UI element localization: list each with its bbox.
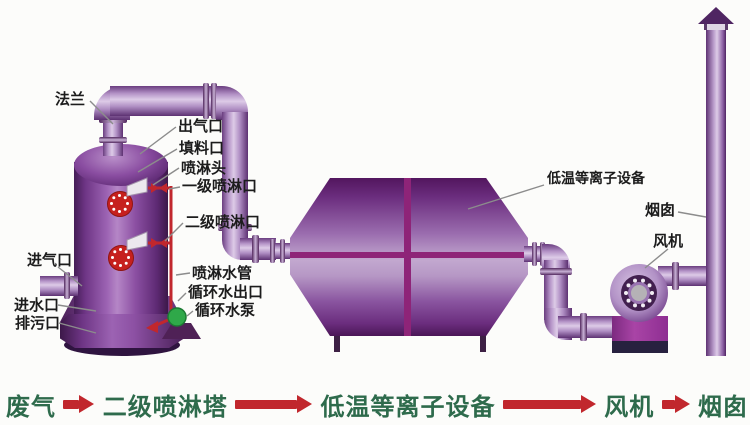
label-spray-head: 喷淋头 xyxy=(181,160,227,177)
fan-outlet-flange xyxy=(672,262,679,290)
chimney-cap xyxy=(698,7,734,24)
label-circ-water-outlet: 循环水出口 xyxy=(188,284,264,301)
plasma-divider-vertical xyxy=(404,178,411,336)
chimney-collar xyxy=(704,22,728,30)
fan-outlet-pipe xyxy=(658,266,710,286)
spray-viewport-1 xyxy=(107,191,133,217)
label-water-inlet: 进水口 xyxy=(14,297,60,314)
viewport-bolts xyxy=(127,256,130,259)
label-spray-port-2: 二级喷淋口 xyxy=(185,214,261,231)
stub-flange-b xyxy=(280,239,285,263)
downcomer-pipe xyxy=(222,112,248,232)
fan-hub xyxy=(628,282,650,304)
label-plasma-device: 低温等离子设备 xyxy=(547,170,645,186)
flow-step-chimney: 烟囱 xyxy=(698,393,748,421)
fan-bolts xyxy=(650,291,654,295)
fan-pedestal-base xyxy=(612,341,668,353)
stub-flange-a xyxy=(270,239,275,263)
label-gas-inlet: 进气口 xyxy=(27,252,73,269)
flow-arrow-icon xyxy=(661,399,675,409)
plasma-device-body xyxy=(290,178,528,336)
label-spray-port-1: 一级喷淋口 xyxy=(182,178,258,195)
label-drain-outlet: 排污口 xyxy=(15,315,61,332)
drop-pipe-flange xyxy=(540,268,572,275)
flow-step-plasma-device: 低温等离子设备 xyxy=(320,393,496,421)
label-gas-outlet: 出气口 xyxy=(178,118,224,135)
label-circ-water-pump: 循环水泵 xyxy=(195,302,256,319)
flow-arrow-icon xyxy=(235,399,298,409)
flow-step-waste-gas: 废气 xyxy=(6,393,56,421)
neck-flange-lower xyxy=(99,137,127,143)
spray-viewport-2 xyxy=(108,245,134,271)
flow-arrow-icon xyxy=(502,399,581,409)
flow-arrow-icon xyxy=(63,399,80,409)
overhead-flange-a xyxy=(203,83,209,119)
label-spray-water-pipe: 喷淋水管 xyxy=(192,265,253,282)
label-fan: 风机 xyxy=(653,233,684,250)
label-chimney: 烟囱 xyxy=(645,202,676,219)
chimney-stack xyxy=(706,24,726,356)
gas-inlet-pipe xyxy=(40,276,78,296)
fan-inlet-flange xyxy=(580,313,587,341)
tower-base xyxy=(60,314,184,348)
flow-step-spray-tower: 二级喷淋塔 xyxy=(102,393,228,421)
flow-step-fan: 风机 xyxy=(604,393,655,421)
plasma-leg-left xyxy=(334,330,340,352)
label-filler-port: 填料口 xyxy=(179,140,225,157)
process-flow-bar: 废气 二级喷淋塔 低温等离子设备 风机 烟囱 xyxy=(6,386,748,422)
plasma-leg-right xyxy=(480,330,486,352)
plasma-inlet-flange xyxy=(252,235,259,263)
inlet-flange xyxy=(64,272,70,299)
overhead-flange-b xyxy=(211,83,217,119)
label-flange: 法兰 xyxy=(55,91,86,108)
viewport-bolts xyxy=(126,202,129,205)
outlet-flange-a xyxy=(532,242,537,266)
